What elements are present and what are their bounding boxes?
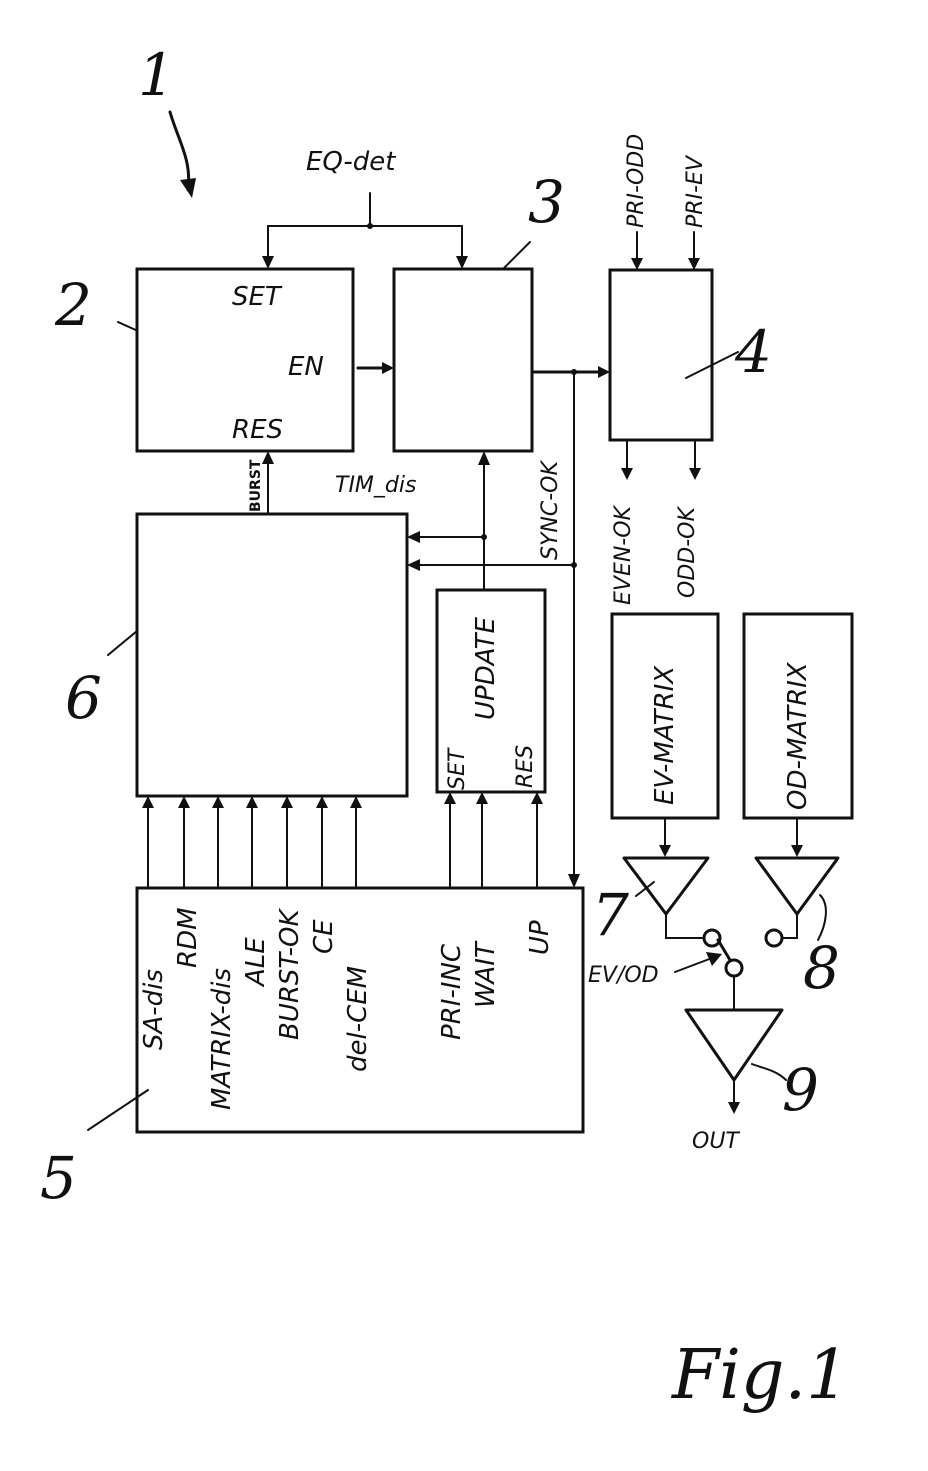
update-to-3-arrowhead (478, 451, 490, 465)
block-5-label-up: UP (525, 920, 555, 955)
switch-blade (718, 940, 730, 960)
block-4 (610, 270, 712, 440)
block-5-label-ce: CE (309, 919, 339, 954)
block-5-to-update-arrows (444, 792, 543, 888)
amp-8-output (782, 914, 797, 938)
ref-1: 1 (138, 41, 175, 109)
ref-7: 7 (592, 881, 629, 949)
block-5-label-wait: WAIT (471, 940, 501, 1008)
even-ok-arrowhead (621, 468, 633, 480)
eq-det-to-2-arrowhead (262, 256, 274, 269)
ev-od-control (675, 958, 712, 972)
figure-caption: Fig.1 (670, 1336, 849, 1415)
sync-ok-to-6-arrowhead (407, 559, 420, 571)
signal-sync-ok: SYNC-OK (538, 460, 563, 560)
ref-9: 9 (782, 1056, 819, 1124)
eq-det-junction (367, 223, 373, 229)
odd-ok-arrowhead (689, 468, 701, 480)
signal-tim-dis: TIM_dis (335, 473, 416, 498)
block-update-res-label: RES (513, 745, 538, 788)
block-5-to-6-arrows (142, 796, 362, 888)
block-2-set-label: SET (232, 282, 283, 312)
en-to-3-arrowhead (382, 362, 394, 374)
signal-ev-od: EV/OD (588, 963, 659, 988)
signal-out: OUT (692, 1129, 740, 1154)
od-matrix-to-8-arrowhead (791, 845, 803, 857)
block-3-output-arrowhead (598, 366, 610, 378)
ref-4: 4 (734, 318, 772, 386)
switch-contact-od (766, 930, 782, 946)
ref-3: 3 (528, 168, 565, 236)
ref-9-leader (752, 1064, 786, 1080)
ref-2: 2 (54, 271, 92, 339)
ev-matrix-label: EV-MATRIX (650, 665, 680, 805)
signal-eq-det: EQ-det (306, 147, 396, 177)
block-update-set-label: SET (445, 747, 470, 790)
block-5-label-burst-ok: BURST-OK (275, 908, 305, 1040)
block-5-label-rdm: RDM (173, 907, 203, 968)
signal-pri-odd: PRI-ODD (624, 134, 649, 228)
block-5-label-pri-inc: PRI-INC (437, 943, 467, 1040)
signal-even-ok: EVEN-OK (611, 504, 636, 605)
ref-6: 6 (65, 664, 102, 732)
ref-8: 8 (803, 934, 840, 1002)
amp-7-output (666, 914, 702, 938)
block-update-label: UPDATE (471, 616, 501, 720)
block-5-label-del-cem: del-CEM (343, 966, 373, 1072)
sync-ok-to-5-arrowhead (568, 874, 580, 888)
eq-det-to-3-arrowhead (456, 256, 468, 269)
ref-1-arrow (170, 112, 189, 190)
amplifier-7 (624, 858, 708, 914)
block-2-en-label: EN (288, 352, 324, 382)
switch-pivot (726, 960, 742, 976)
block-6 (137, 514, 407, 796)
out-arrowhead (728, 1102, 740, 1114)
od-matrix-label: OD-MATRIX (783, 661, 813, 810)
signal-burst: BURST (248, 459, 264, 512)
ev-matrix-to-7-arrowhead (659, 845, 671, 857)
pri-ev-arrowhead (688, 258, 700, 270)
block-5-label-sa-dis: SA-dis (139, 969, 169, 1050)
block-2-res-label: RES (232, 415, 283, 445)
switch-contact-ev (704, 930, 720, 946)
ref-1-arrowhead (180, 178, 196, 198)
pri-odd-arrowhead (631, 258, 643, 270)
block-5-label-ale: ALE (241, 937, 271, 988)
block-5-label-matrix-dis: MATRIX-dis (207, 968, 237, 1110)
signal-odd-ok: ODD-OK (675, 506, 700, 598)
signal-pri-ev: PRI-EV (683, 154, 708, 228)
block-3 (394, 269, 532, 451)
ref-5: 5 (40, 1144, 77, 1212)
tim-dis-to-6-arrowhead (407, 531, 420, 543)
